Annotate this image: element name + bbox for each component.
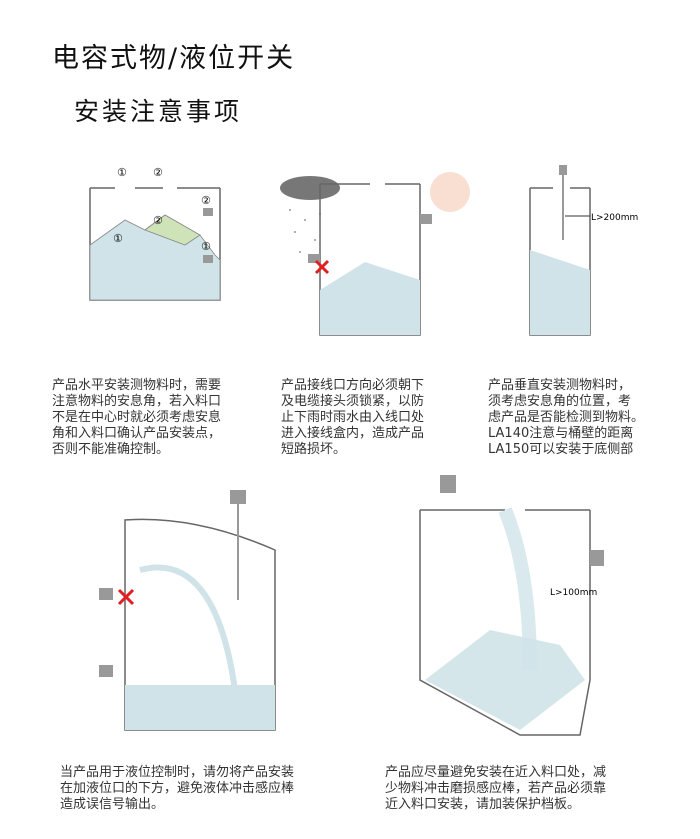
distance-label-2: L>100mm (550, 588, 597, 598)
caption-figure3: 产品垂直安装测物料时， 须考虑安息角的位置，考 虑产品是否能检测到物料。 LA1… (488, 378, 645, 457)
marker-side-1: ① (201, 240, 211, 253)
marker-side-2: ② (201, 194, 211, 207)
distance-label: L>200mm (591, 213, 638, 223)
sensor-icon (203, 208, 213, 263)
marker-top-2: ② (153, 166, 163, 179)
error-cross-icon (314, 259, 330, 275)
figure-vertical-install: L>200mm (529, 165, 638, 336)
marker-top-1: ① (117, 166, 127, 179)
caption-figure4: 当产品用于液位控制时，请勿将产品安装 在加液位口的下方，避免液体冲击感应棒 造成… (60, 765, 295, 812)
caption-figure2: 产品接线口方向必须朝下 及电缆接头须锁紧，以防 止下雨时雨水由入线口处 进入接线… (281, 378, 425, 457)
figure-angle-of-repose: ① ② ① ② ② ① (89, 166, 221, 301)
marker-inner-2: ② (153, 214, 163, 227)
error-cross-icon-2 (117, 588, 135, 606)
figure-baffle: L>100mm (419, 475, 604, 736)
page-subtitle: 安装注意事项 (74, 97, 243, 126)
caption-figure5: 产品应尽量避免安装在近入料口处，减 少物料冲击磨损感应棒，若产品必须靠 近入料口… (385, 765, 607, 812)
page-title: 电容式物/液位开关 (52, 43, 296, 74)
figure-liquid-inlet (99, 490, 276, 731)
caption-figure1: 产品水平安装测物料时，需要 注意物料的安息角，若入料口 不是在中心时就必须考虑安… (52, 378, 222, 457)
figure-cable-direction (280, 172, 470, 336)
marker-inner-1: ① (113, 232, 123, 245)
